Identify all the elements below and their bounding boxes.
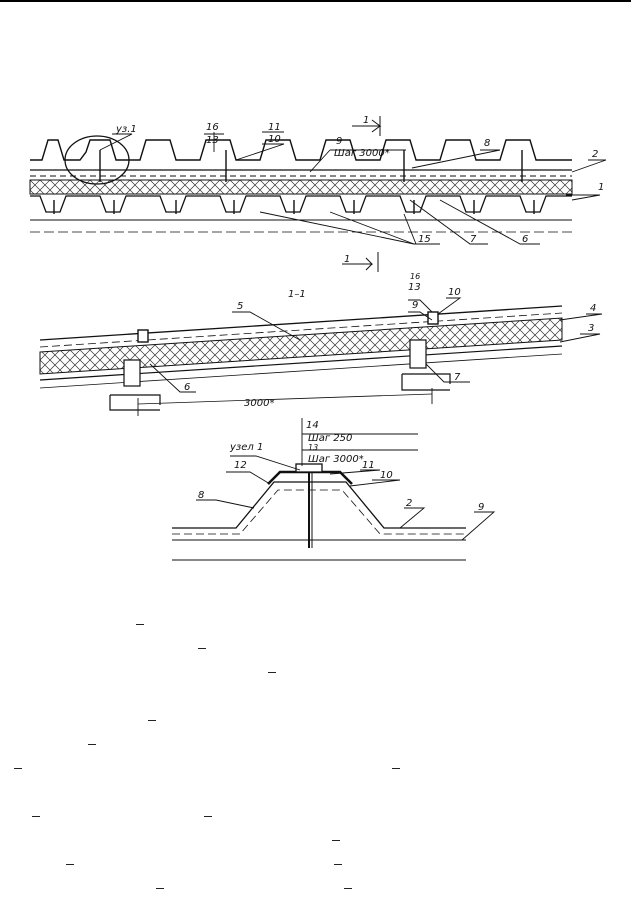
residual-dash bbox=[392, 768, 400, 769]
residual-dash bbox=[268, 672, 276, 673]
insulation-layer bbox=[29, 179, 573, 195]
section-callout-13: 13 bbox=[408, 282, 421, 293]
section-1-1 bbox=[39, 297, 603, 416]
callout-16: 16 bbox=[206, 122, 219, 133]
section-insulation bbox=[39, 317, 563, 375]
callout-15: 15 bbox=[418, 234, 431, 245]
detail-title: узел 1 bbox=[229, 442, 263, 453]
section-callout-4: 4 bbox=[590, 303, 596, 314]
detail-callout-13: 13 bbox=[308, 443, 318, 452]
detail-callout-2: 2 bbox=[406, 498, 412, 509]
residual-dash bbox=[136, 624, 144, 625]
section-callout-3: 3 bbox=[588, 323, 594, 334]
label-spacing-3000: Шаг 3000* bbox=[334, 148, 390, 159]
residual-dash bbox=[156, 888, 164, 889]
detail-callout-14: 14 bbox=[306, 420, 319, 431]
callout-1: 1 bbox=[598, 182, 604, 193]
callout-8: 8 bbox=[484, 138, 490, 149]
detail-spacing-250: Шаг 250 bbox=[308, 433, 352, 444]
page-top-rule bbox=[0, 0, 631, 2]
section-span-dimension: 3000* bbox=[244, 398, 274, 409]
detail-callout-9: 9 bbox=[478, 502, 484, 513]
bottom-profiled-sheet bbox=[30, 195, 572, 213]
callout-9: 9 bbox=[336, 136, 342, 147]
residual-dash bbox=[14, 768, 22, 769]
section-callout-9: 9 bbox=[412, 300, 418, 311]
callout-2: 2 bbox=[592, 149, 598, 160]
section-callout-7: 7 bbox=[454, 372, 461, 383]
residual-dash bbox=[32, 816, 40, 817]
section-callout-10: 10 bbox=[448, 287, 461, 298]
residual-dash bbox=[204, 816, 212, 817]
top-profiled-sheet bbox=[30, 139, 572, 161]
callout-10: 10 bbox=[268, 134, 281, 145]
residual-dash bbox=[334, 864, 342, 865]
section-callout-6: 6 bbox=[184, 382, 190, 393]
residual-dash bbox=[88, 744, 96, 745]
detail-callout-11: 11 bbox=[362, 460, 375, 471]
detail-callout-12: 12 bbox=[234, 460, 247, 471]
residual-dash bbox=[344, 888, 352, 889]
detail-node-1 bbox=[172, 418, 496, 561]
detail-spacing-3000: Шаг 3000* bbox=[308, 454, 364, 465]
detail-callout-8: 8 bbox=[198, 490, 204, 501]
label-node-ref: уз.1 bbox=[115, 124, 137, 135]
section-callout-16: 16 bbox=[410, 272, 420, 281]
callout-6: 6 bbox=[522, 234, 528, 245]
callout-13: 13 bbox=[206, 135, 219, 146]
section-callout-5: 5 bbox=[237, 301, 243, 312]
detail-callout-10: 10 bbox=[380, 470, 393, 481]
node-1-circle bbox=[64, 135, 130, 185]
residual-dash bbox=[332, 840, 340, 841]
residual-dash bbox=[148, 720, 156, 721]
callout-7: 7 bbox=[470, 234, 477, 245]
residual-dash bbox=[198, 648, 206, 649]
residual-dash bbox=[66, 864, 74, 865]
detail-profiled-sheet bbox=[172, 481, 466, 529]
callout-11: 11 bbox=[268, 122, 281, 133]
section-title: 1–1 bbox=[288, 289, 306, 300]
label-section-mark-bottom: 1 bbox=[344, 254, 350, 265]
label-section-mark-top: 1 bbox=[363, 115, 369, 126]
top-cross-section bbox=[29, 116, 607, 272]
